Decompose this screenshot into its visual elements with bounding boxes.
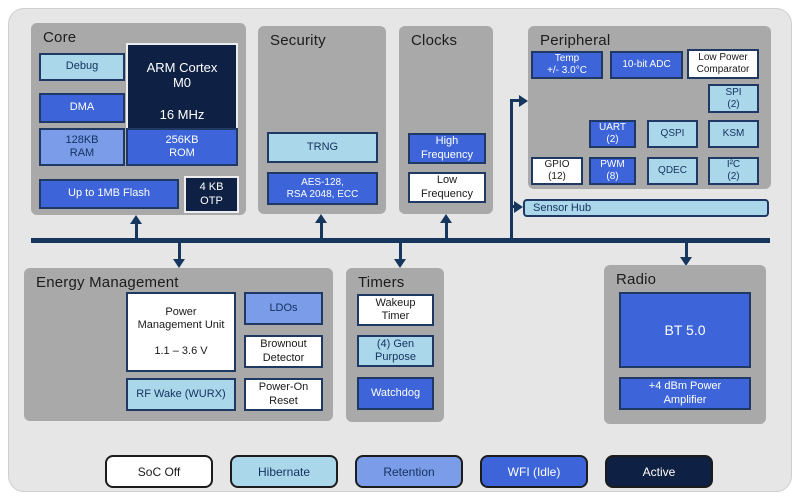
- arrow-right-sensor-hub-icon: [514, 200, 523, 213]
- block-pwm: PWM (8): [589, 157, 636, 185]
- block-low-frequency: Low Frequency: [408, 172, 486, 203]
- block-bt-5-0: BT 5.0: [619, 292, 751, 368]
- panel-security-title: Security: [270, 32, 326, 49]
- arrow-right-peripheral-icon: [519, 94, 528, 107]
- block-256kb-rom: 256KB ROM: [126, 128, 238, 166]
- arrow-stem: [134, 223, 138, 238]
- block-4kb-otp: 4 KB OTP: [184, 176, 239, 213]
- soc-block-diagram: Core Debug ARM Cortex M0 16 MHz DMA 128K…: [8, 8, 792, 492]
- block-power-management-unit: Power Management Unit 1.1 – 3.6 V: [126, 292, 236, 372]
- panel-energy-title: Energy Management: [36, 274, 179, 291]
- block-watchdog: Watchdog: [357, 377, 434, 410]
- panel-radio-title: Radio: [616, 271, 657, 288]
- arrow-stem: [177, 243, 181, 259]
- block-gen-purpose-timers: (4) Gen Purpose: [357, 335, 434, 367]
- block-power-amplifier: +4 dBm Power Amplifier: [619, 377, 751, 410]
- arrow-up-clocks-icon: [440, 214, 452, 223]
- block-10bit-adc: 10-bit ADC: [610, 51, 683, 79]
- block-high-frequency: High Frequency: [408, 133, 486, 164]
- legend-soc-off: SoC Off: [105, 455, 213, 488]
- panel-clocks-title: Clocks: [411, 32, 458, 49]
- block-qspi: QSPI: [647, 120, 698, 148]
- legend-wfi-idle: WFI (Idle): [480, 455, 588, 488]
- block-spi: SPI (2): [708, 84, 759, 113]
- arrow-down-radio-icon: [680, 257, 692, 266]
- arrow-stem: [684, 243, 688, 257]
- block-128kb-ram: 128KB RAM: [39, 128, 125, 166]
- arrow-stem: [509, 99, 520, 102]
- arrow-stem: [444, 222, 448, 238]
- block-rf-wake-wurx: RF Wake (WURX): [126, 378, 236, 411]
- block-sensor-hub: Sensor Hub: [523, 199, 769, 217]
- block-ksm: KSM: [708, 120, 759, 148]
- block-i2c: I²C (2): [708, 157, 759, 185]
- block-uart: UART (2): [589, 120, 636, 148]
- legend-active: Active: [605, 455, 713, 488]
- arrow-down-timers-icon: [394, 259, 406, 268]
- block-qdec: QDEC: [647, 157, 698, 185]
- block-temp-sensor: Temp +/- 3.0°C: [531, 51, 603, 79]
- panel-timers-title: Timers: [358, 274, 405, 291]
- arrow-stem: [398, 243, 402, 259]
- block-dma: DMA: [39, 93, 125, 123]
- block-debug: Debug: [39, 53, 125, 81]
- block-brownout-detector: Brownout Detector: [244, 335, 323, 368]
- block-wakeup-timer: Wakeup Timer: [357, 294, 434, 326]
- legend-retention: Retention: [355, 455, 463, 488]
- arrow-stem: [509, 205, 515, 208]
- arrow-stem: [319, 222, 323, 238]
- arrow-up-security-icon: [315, 214, 327, 223]
- block-ldos: LDOs: [244, 292, 323, 325]
- legend-hibernate: Hibernate: [230, 455, 338, 488]
- panel-peripheral-title: Peripheral: [540, 32, 611, 49]
- block-arm-cortex-m0: ARM Cortex M0 16 MHz: [126, 43, 238, 139]
- block-low-power-comparator: Low Power Comparator: [687, 49, 759, 79]
- arrow-down-energy-icon: [173, 259, 185, 268]
- arrow-up-core-icon: [130, 215, 142, 224]
- peripheral-riser-line: [509, 99, 513, 240]
- panel-core-title: Core: [43, 29, 77, 46]
- block-aes-rsa-ecc: AES-128, RSA 2048, ECC: [267, 172, 378, 205]
- block-trng: TRNG: [267, 132, 378, 163]
- system-bus: [31, 238, 770, 243]
- block-gpio: GPIO (12): [531, 157, 583, 185]
- block-flash: Up to 1MB Flash: [39, 179, 179, 209]
- block-power-on-reset: Power-On Reset: [244, 378, 323, 411]
